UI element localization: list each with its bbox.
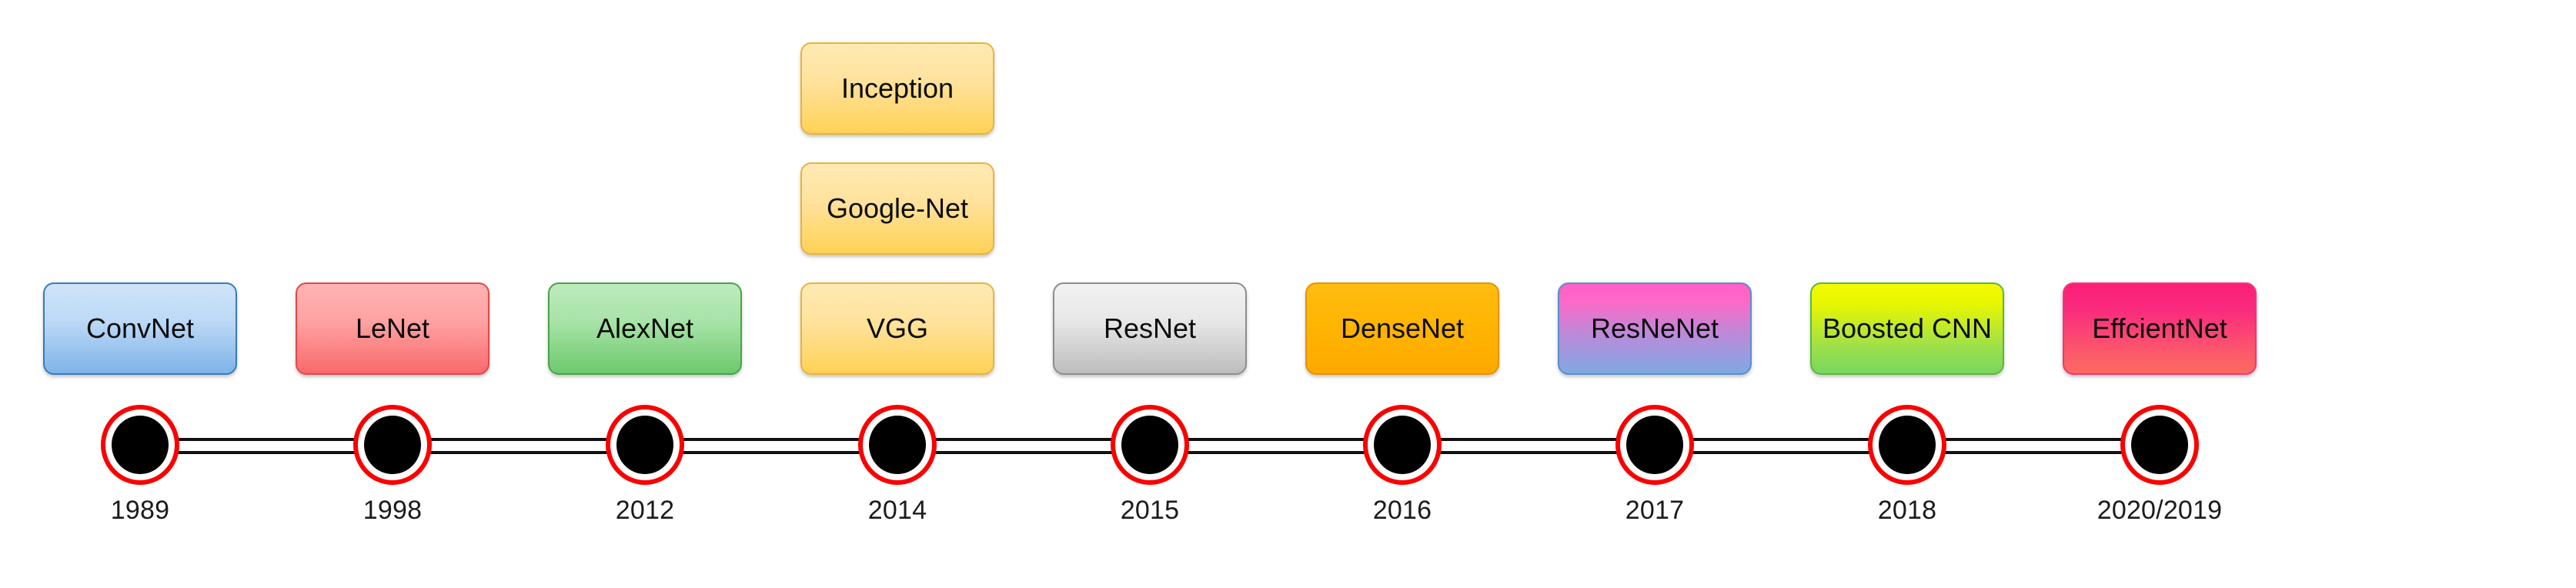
node-core-icon: [1121, 416, 1178, 474]
architecture-box-densenet[interactable]: DenseNet: [1305, 282, 1499, 375]
timeline-node-marker-2012[interactable]: [606, 405, 684, 485]
node-core-icon: [112, 416, 169, 474]
architecture-box-label: ResNeNet: [1590, 312, 1719, 344]
architecture-box-label: DenseNet: [1340, 312, 1465, 344]
architecture-box-resnenet[interactable]: ResNeNet: [1558, 282, 1752, 375]
year-label-2018: 2018: [1877, 496, 1937, 525]
architecture-box-resnet[interactable]: ResNet: [1053, 282, 1247, 375]
timeline-node-marker-1998[interactable]: [353, 405, 432, 485]
timeline-node-marker-2014[interactable]: [858, 405, 937, 485]
timeline-node-marker-2020-2019[interactable]: [2120, 405, 2199, 485]
architecture-box-label: Boosted CNN: [1822, 312, 1993, 344]
year-label-1998: 1998: [363, 496, 423, 525]
architecture-box-label: ResNet: [1103, 312, 1197, 344]
architecture-box-label: VGG: [866, 312, 928, 344]
node-core-icon: [1626, 416, 1683, 474]
node-core-icon: [1879, 416, 1936, 474]
architecture-box-inception[interactable]: Inception: [800, 42, 994, 135]
year-label-2014: 2014: [867, 496, 927, 525]
architecture-box-boosted-cnn[interactable]: Boosted CNN: [1810, 282, 2004, 375]
node-core-icon: [869, 416, 926, 474]
year-label-2012: 2012: [615, 496, 675, 525]
architecture-box-effcientnet[interactable]: EffcientNet: [2063, 282, 2257, 375]
architecture-box-label: LeNet: [355, 312, 430, 344]
node-core-icon: [616, 416, 673, 474]
architecture-box-google-net[interactable]: Google-Net: [800, 162, 994, 255]
timeline-node-marker-1989[interactable]: [101, 405, 179, 485]
architecture-box-convnet[interactable]: ConvNet: [43, 282, 237, 375]
node-core-icon: [364, 416, 421, 474]
year-label-1989: 1989: [110, 496, 170, 525]
timeline-node-marker-2016[interactable]: [1363, 405, 1442, 485]
architecture-box-label: ConvNet: [85, 312, 195, 344]
timeline-node-marker-2017[interactable]: [1615, 405, 1694, 485]
year-label-2016: 2016: [1372, 496, 1432, 525]
architecture-box-alexnet[interactable]: AlexNet: [548, 282, 742, 375]
node-core-icon: [2131, 416, 2188, 474]
architecture-box-label: AlexNet: [596, 312, 694, 344]
architecture-box-vgg[interactable]: VGG: [800, 282, 994, 375]
architecture-box-label: EffcientNet: [2092, 312, 2227, 344]
year-label-2017: 2017: [1625, 496, 1685, 525]
year-label-2020-2019: 2020/2019: [2097, 496, 2223, 525]
architecture-box-label: Inception: [840, 72, 954, 104]
year-label-2015: 2015: [1120, 496, 1180, 525]
timeline-node-marker-2018[interactable]: [1868, 405, 1946, 485]
timeline-node-marker-2015[interactable]: [1111, 405, 1189, 485]
architecture-box-lenet[interactable]: LeNet: [296, 282, 489, 375]
node-core-icon: [1374, 416, 1431, 474]
architecture-box-label: Google-Net: [826, 192, 969, 224]
